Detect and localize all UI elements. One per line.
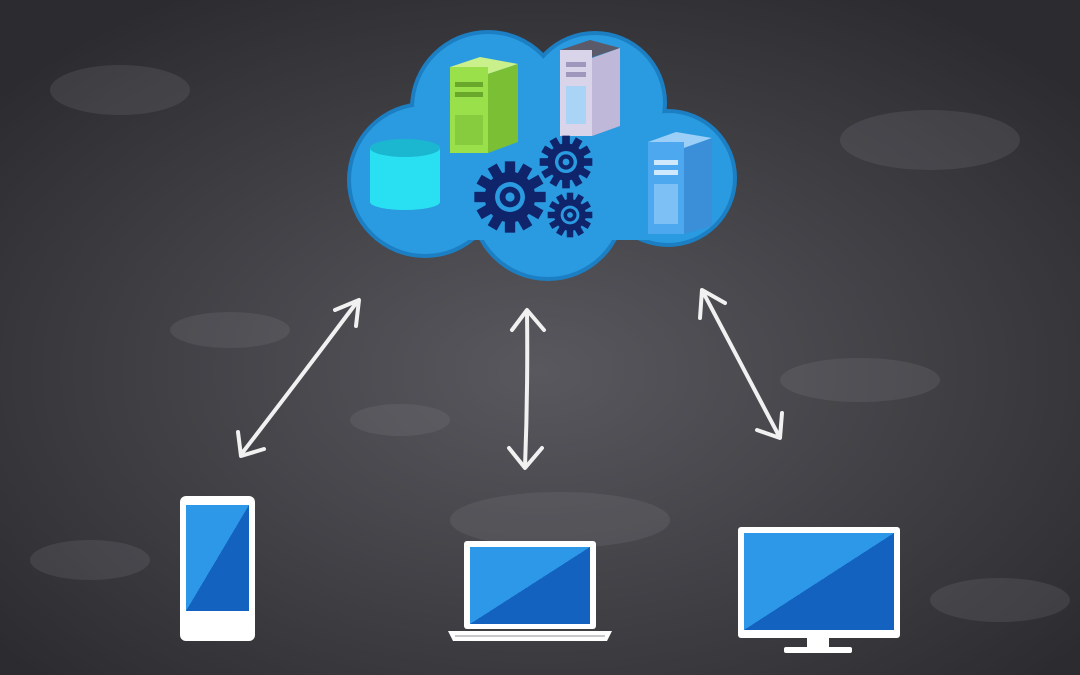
database-icon xyxy=(370,139,440,210)
bidirectional-arrow-icon xyxy=(698,288,784,440)
laptop-icon xyxy=(448,541,612,641)
desktop-monitor-icon xyxy=(738,527,900,653)
green-server-icon xyxy=(450,57,518,153)
bidirectional-arrow-icon xyxy=(507,308,546,470)
bidirectional-arrow-icon xyxy=(236,298,361,458)
blue-server-icon xyxy=(648,132,712,234)
chalk-texture xyxy=(30,65,1070,622)
smartphone-icon xyxy=(180,496,255,641)
connectors xyxy=(236,288,784,470)
purple-server-icon xyxy=(560,40,620,136)
